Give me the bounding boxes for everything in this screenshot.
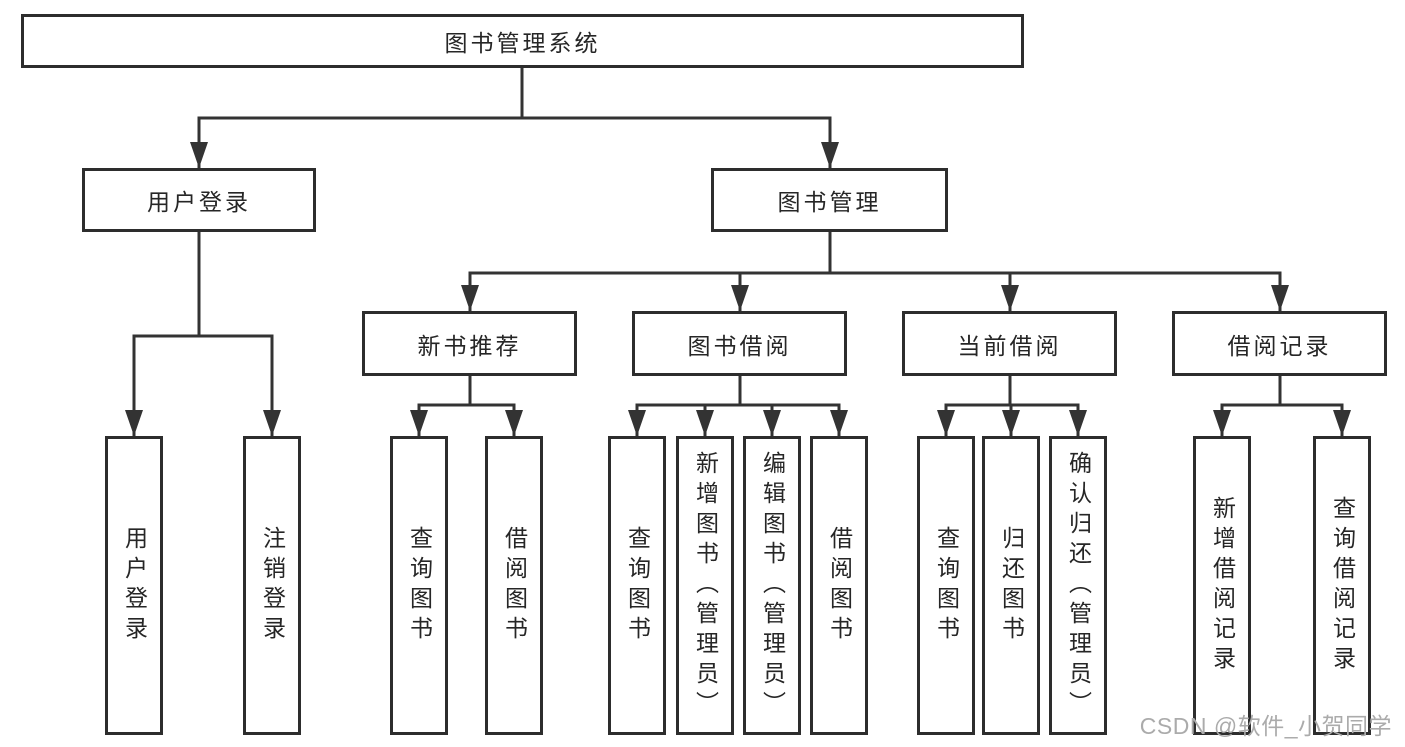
leaf-edit-book-admin: 编辑图书（管理员）: [743, 436, 801, 735]
leaf-query-borrow-record: 查询借阅记录: [1313, 436, 1371, 735]
leaf-logout: 注销登录: [243, 436, 301, 735]
leaf-query-books-borrowing: 查询图书: [608, 436, 666, 735]
leaf-borrow-books-borrowing: 借阅图书: [810, 436, 868, 735]
leaf-add-borrow-record: 新增借阅记录: [1193, 436, 1251, 735]
node-user-login: 用户登录: [82, 168, 316, 232]
node-new-book-recommendation: 新书推荐: [362, 311, 577, 376]
leaf-return-book: 归还图书: [982, 436, 1040, 735]
leaf-add-book-admin: 新增图书（管理员）: [676, 436, 734, 735]
node-book-management: 图书管理: [711, 168, 948, 232]
watermark: CSDN @软件_小贺同学: [1139, 713, 1392, 739]
node-borrowing-records: 借阅记录: [1172, 311, 1387, 376]
leaf-confirm-return-admin: 确认归还（管理员）: [1049, 436, 1107, 735]
node-book-borrowing: 图书借阅: [632, 311, 847, 376]
leaf-user-login: 用户登录: [105, 436, 163, 735]
node-current-borrowing: 当前借阅: [902, 311, 1117, 376]
leaf-borrow-books-recommend: 借阅图书: [485, 436, 543, 735]
leaf-query-books-recommend: 查询图书: [390, 436, 448, 735]
leaf-query-books-current: 查询图书: [917, 436, 975, 735]
node-root-system: 图书管理系统: [21, 14, 1024, 68]
